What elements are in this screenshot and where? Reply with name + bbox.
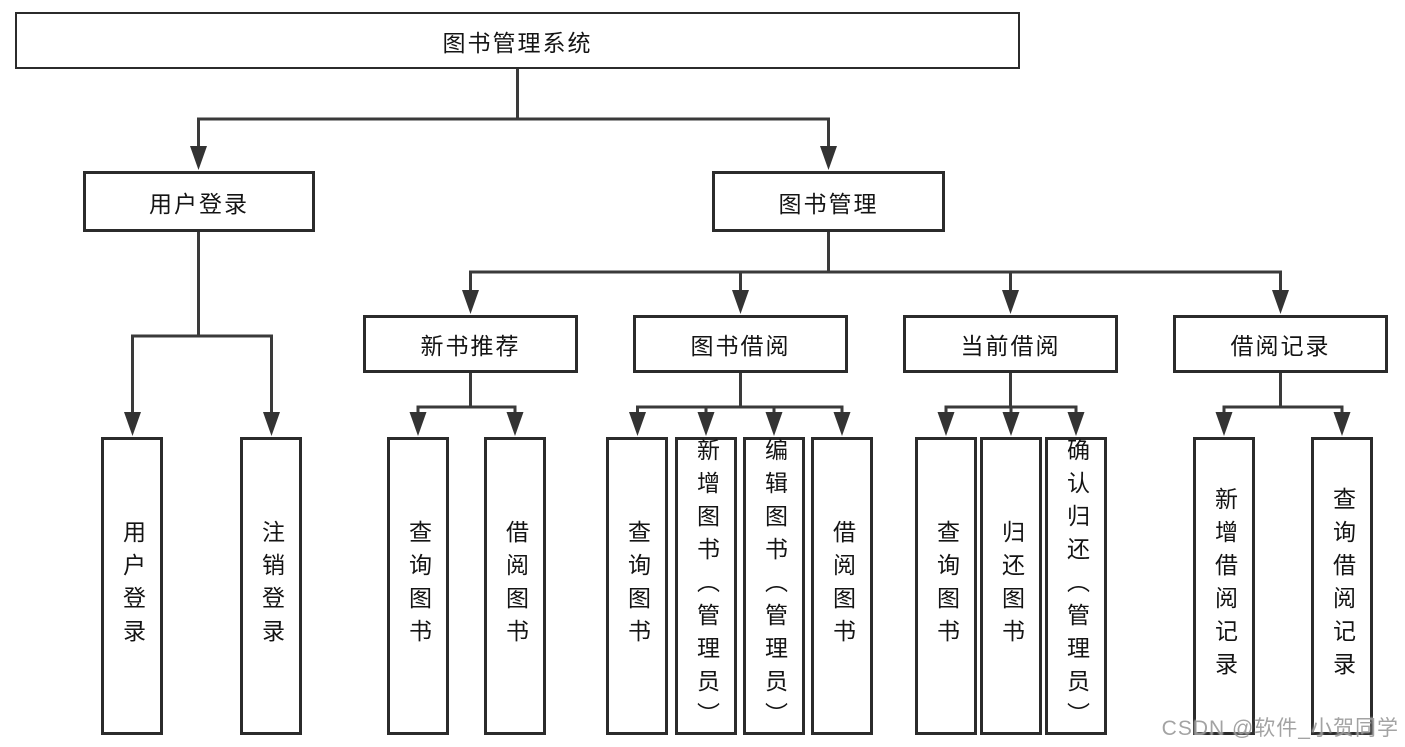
leaf-user-login-label: 用户登录 bbox=[119, 520, 146, 652]
node-new-book-recommend: 新书推荐 bbox=[363, 315, 578, 373]
leaf-return-books: 归还图书 bbox=[980, 437, 1042, 735]
node-user-login: 用户登录 bbox=[83, 171, 315, 232]
leaf-borrow-books-label: 借阅图书 bbox=[829, 520, 856, 652]
node-book-management: 图书管理 bbox=[712, 171, 945, 232]
leaf-add-book-admin: 新增图书（管理员） bbox=[675, 437, 737, 735]
node-borrow-records: 借阅记录 bbox=[1173, 315, 1388, 373]
leaf-borrow-books: 借阅图书 bbox=[811, 437, 873, 735]
node-library-system: 图书管理系统 bbox=[15, 12, 1020, 69]
leaf-confirm-return-admin: 确认归还（管理员） bbox=[1045, 437, 1107, 735]
arrowheads bbox=[124, 146, 1351, 436]
leaf-query-books-recommend: 查询图书 bbox=[387, 437, 449, 735]
leaf-add-borrow-record-label: 新增借阅记录 bbox=[1211, 487, 1238, 685]
leaf-query-books-current-label: 查询图书 bbox=[933, 520, 960, 652]
leaf-return-books-label: 归还图书 bbox=[998, 520, 1025, 652]
leaf-borrow-books-recommend: 借阅图书 bbox=[484, 437, 546, 735]
leaf-query-books-current: 查询图书 bbox=[915, 437, 977, 735]
leaf-borrow-books-recommend-label: 借阅图书 bbox=[502, 520, 529, 652]
csdn-watermark: CSDN @软件_小贺同学 bbox=[1161, 717, 1399, 740]
leaf-add-book-admin-label: 新增图书（管理员） bbox=[693, 437, 720, 735]
leaf-query-borrow-record-label: 查询借阅记录 bbox=[1329, 487, 1356, 685]
leaf-query-books-recommend-label: 查询图书 bbox=[405, 520, 432, 652]
node-book-borrow: 图书借阅 bbox=[633, 315, 848, 373]
leaf-logout: 注销登录 bbox=[240, 437, 302, 735]
leaf-query-borrow-record: 查询借阅记录 bbox=[1311, 437, 1373, 735]
leaf-edit-book-admin: 编辑图书（管理员） bbox=[743, 437, 805, 735]
leaf-query-books-borrow: 查询图书 bbox=[606, 437, 668, 735]
leaf-logout-label: 注销登录 bbox=[258, 520, 285, 652]
node-current-borrow: 当前借阅 bbox=[903, 315, 1118, 373]
leaf-confirm-return-admin-label: 确认归还（管理员） bbox=[1063, 437, 1090, 735]
leaf-edit-book-admin-label: 编辑图书（管理员） bbox=[761, 437, 788, 735]
leaf-user-login: 用户登录 bbox=[101, 437, 163, 735]
leaf-query-books-borrow-label: 查询图书 bbox=[624, 520, 651, 652]
leaf-add-borrow-record: 新增借阅记录 bbox=[1193, 437, 1255, 735]
